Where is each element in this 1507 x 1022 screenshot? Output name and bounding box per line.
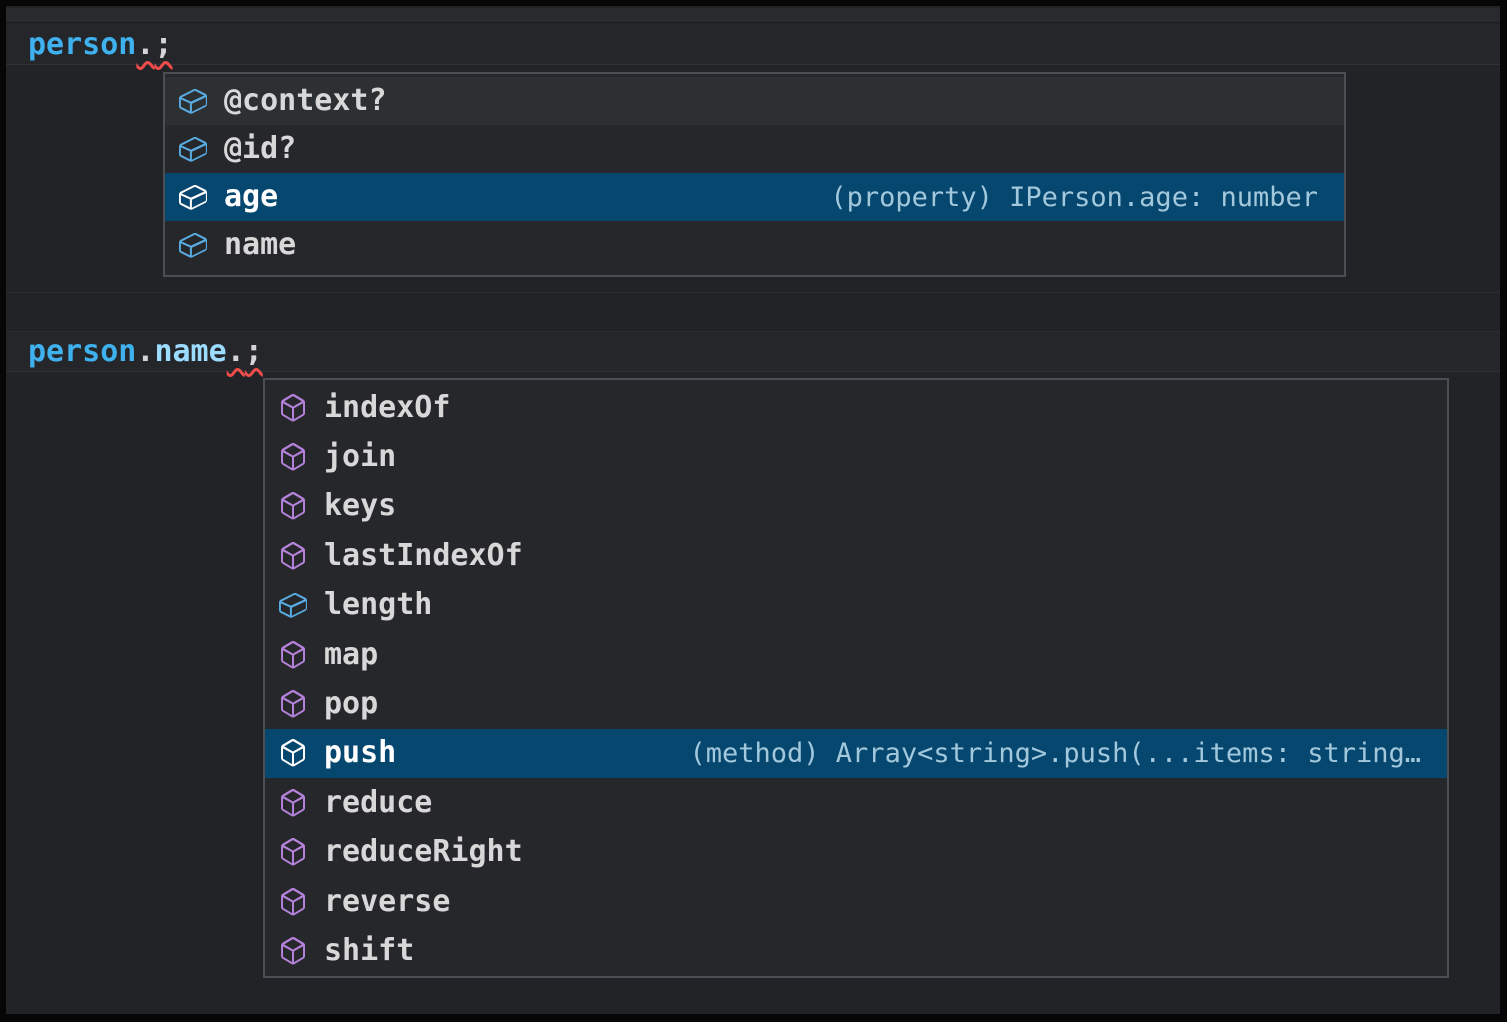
suggestion-label: keys bbox=[324, 488, 397, 524]
suggestion-label: indexOf bbox=[324, 389, 451, 425]
line-separator bbox=[6, 292, 1500, 293]
suggestion-detail: (property) IPerson.age: number bbox=[830, 181, 1318, 213]
symbol-method-icon bbox=[277, 639, 309, 671]
code-token: name bbox=[154, 334, 227, 369]
suggestion-item-reduce[interactable]: reduce bbox=[265, 778, 1447, 827]
code-token: ; bbox=[154, 27, 173, 62]
symbol-field-icon bbox=[177, 181, 209, 213]
symbol-method-icon bbox=[277, 886, 309, 918]
code-token: person bbox=[28, 27, 137, 62]
suggestion-detail: (method) Array<string>.push(...items: st… bbox=[689, 737, 1422, 769]
symbol-field-icon bbox=[277, 589, 309, 621]
suggestion-item-indexof[interactable]: indexOf bbox=[265, 383, 1447, 432]
suggestion-item-length[interactable]: length bbox=[265, 581, 1447, 630]
code-token: person bbox=[28, 334, 137, 369]
suggestion-item-map[interactable]: map bbox=[265, 630, 1447, 679]
symbol-field-icon bbox=[177, 85, 209, 117]
line-highlight-band bbox=[6, 8, 1500, 23]
suggestion-item-push[interactable]: push (method) Array<string>.push(...item… bbox=[265, 728, 1447, 779]
code-line-2[interactable]: person.name.; bbox=[28, 331, 263, 372]
suggestion-item-age[interactable]: age (property) IPerson.age: number bbox=[165, 173, 1344, 221]
suggestion-item-keys[interactable]: keys bbox=[265, 482, 1447, 531]
suggestion-label: @id? bbox=[224, 131, 297, 166]
suggestion-label: reduceRight bbox=[324, 834, 523, 870]
suggestion-item-context[interactable]: @context? bbox=[165, 77, 1344, 125]
suggestion-label: join bbox=[324, 439, 397, 475]
suggestion-item-pop[interactable]: pop bbox=[265, 679, 1447, 728]
suggestion-item-join[interactable]: join bbox=[265, 432, 1447, 481]
code-token: . bbox=[136, 334, 155, 369]
symbol-method-icon bbox=[277, 836, 309, 868]
suggestion-label: pop bbox=[324, 686, 379, 722]
symbol-method-icon bbox=[277, 540, 309, 572]
code-line-1[interactable]: person.; bbox=[28, 24, 173, 65]
symbol-method-icon bbox=[277, 392, 309, 424]
code-token: . bbox=[136, 27, 155, 62]
suggestion-label: name bbox=[224, 227, 297, 262]
symbol-method-icon bbox=[277, 935, 309, 967]
suggestion-item-id[interactable]: @id? bbox=[165, 125, 1344, 173]
suggestion-label: shift bbox=[324, 932, 415, 968]
current-line-highlight bbox=[6, 331, 1500, 372]
suggestion-item-lastindexof[interactable]: lastIndexOf bbox=[265, 531, 1447, 580]
suggestion-label: reduce bbox=[324, 784, 433, 820]
suggestion-label: @context? bbox=[224, 83, 387, 118]
code-token: . bbox=[226, 334, 245, 369]
symbol-method-icon bbox=[277, 787, 309, 819]
symbol-method-icon bbox=[277, 737, 309, 769]
symbol-field-icon bbox=[177, 229, 209, 261]
suggestion-item-shift[interactable]: shift bbox=[265, 926, 1447, 975]
suggestion-label: reverse bbox=[324, 883, 451, 919]
symbol-method-icon bbox=[277, 490, 309, 522]
editor-surface[interactable]: person.; @context? @id? age (property) I… bbox=[6, 6, 1500, 1014]
suggestion-label: age bbox=[224, 179, 279, 214]
suggestion-item-reverse[interactable]: reverse bbox=[265, 877, 1447, 926]
symbol-method-icon bbox=[277, 441, 309, 473]
symbol-method-icon bbox=[277, 688, 309, 720]
current-line-highlight bbox=[6, 24, 1500, 65]
suggestion-item-reduceright[interactable]: reduceRight bbox=[265, 828, 1447, 877]
suggestion-label: push bbox=[324, 735, 397, 771]
suggestion-label: map bbox=[324, 636, 379, 672]
suggestion-item-name[interactable]: name bbox=[165, 221, 1344, 269]
code-token: ; bbox=[244, 334, 263, 369]
suggestion-label: lastIndexOf bbox=[324, 537, 523, 573]
suggest-widget-person-name: indexOf join keys lastIndexOf length map… bbox=[263, 378, 1449, 978]
symbol-field-icon bbox=[177, 133, 209, 165]
suggest-widget-person: @context? @id? age (property) IPerson.ag… bbox=[163, 72, 1346, 277]
suggestion-label: length bbox=[324, 587, 433, 623]
